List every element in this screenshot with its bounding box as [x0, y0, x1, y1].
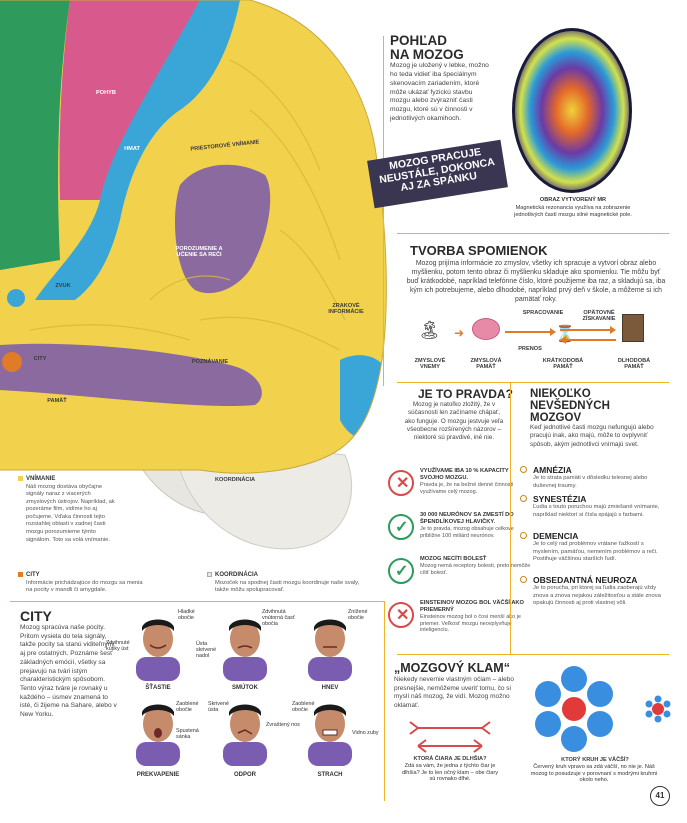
- label-hmat: HMAT: [124, 146, 140, 152]
- face-odpor: [215, 700, 275, 766]
- label-zvuk: ZVUK: [55, 283, 71, 289]
- region-purple-low: [0, 343, 262, 407]
- city-title: CITY: [20, 608, 52, 624]
- step-kratkodoba-pamat: KRÁTKODOBÁ PAMÄŤ: [542, 358, 584, 371]
- myth-false-icon: ✕: [388, 602, 414, 628]
- tvorba-title: TVORBA SPOMIENOK: [410, 243, 548, 258]
- face-note: Zdvihnutá vnútorná časť obočia: [262, 609, 295, 628]
- disorder-demencia: DEMENCIA Je to celý rad problémov vrátan…: [517, 531, 667, 564]
- face-note: Zvraštený nos: [266, 722, 300, 728]
- myth-true-icon: ✓: [388, 558, 414, 584]
- region-blue: [35, 0, 240, 300]
- face-label-hnev: HNEV: [321, 685, 339, 691]
- cabinet-icon: [622, 314, 644, 342]
- face-note: Zaoblené obočie: [292, 701, 315, 714]
- step-dlhodoba-pamat: DLHODOBÁ PAMÄŤ: [617, 358, 651, 371]
- face-label-smutok: SMÚTOK: [232, 685, 258, 691]
- face-hnev: [300, 615, 360, 681]
- pohlad-title: POHĽAD NA MOZOG: [390, 33, 464, 62]
- divider-vertical: [383, 36, 385, 386]
- illusion-lines-text: Zdá sa vám, že jedna z týchto čiar je dl…: [401, 763, 499, 783]
- pravda-title: JE TO PRAVDA?: [418, 387, 513, 401]
- face-note: Ústa skrivené nadol: [196, 641, 217, 660]
- divider-pravda: [397, 382, 669, 384]
- face-label-odpor: ODPOR: [233, 772, 256, 778]
- klam-text: Niekedy nevernie vlastným očiam – alebo …: [394, 676, 514, 709]
- divider-city: [10, 601, 385, 603]
- legend-koordinacia: KOORDINÁCIA Mozoček na spodnej časti moz…: [207, 572, 372, 595]
- divider-city-v: [384, 601, 386, 801]
- label-pohyb: POHYB: [96, 90, 116, 96]
- region-dot-blue: [7, 289, 25, 307]
- mri-scan: [512, 28, 632, 193]
- label-city: CITY: [33, 356, 47, 362]
- face-label-stastie: ŠŤASTIE: [145, 685, 171, 691]
- arrow-spracovanie: SPRACOVANIE: [522, 310, 564, 316]
- myth-item-3: MOZOG NECÍTI BOLESŤ Mozog nemá receptory…: [420, 556, 531, 576]
- mri-caption-text: Magnetická rezonancia využíva na zobraze…: [514, 205, 632, 218]
- face-note: Spustená sánka: [176, 728, 199, 741]
- face-note: Hladké obočie: [178, 609, 195, 622]
- illusion-circles-text: Červený kruh vpravo sa zdá väčší, no nie…: [530, 764, 658, 784]
- divider-klam: [397, 654, 669, 656]
- disorder-amnezia: AMNÉZIA Je to strata pamäti v dôsledku t…: [517, 465, 667, 490]
- label-poznavanie: POZNÁVANIE: [191, 359, 229, 365]
- label-porozumenie: POROZUMENIE A UČENIE SA REČI: [175, 246, 223, 259]
- arrow-prenos: PRENOS: [518, 346, 542, 352]
- divider-niekolko: [510, 382, 512, 654]
- myth-true-icon: ✓: [388, 514, 414, 540]
- illusion-lines: [409, 721, 491, 753]
- city-text: Mozog spracúva naše pocity. Pritom vysie…: [20, 624, 117, 719]
- illusion-circles: [535, 666, 671, 752]
- face-note: Zaoblené obočie: [176, 701, 199, 714]
- mri-caption-title: OBRAZ VYTVORENÝ MR: [539, 197, 607, 203]
- illusion-lines-title: KTORÁ ČIARA JE DLHŠIA?: [413, 756, 487, 762]
- step-zmyslove-vnemy: ZMYSLOVÉ VNEMY: [414, 358, 446, 371]
- region-purple: [175, 164, 271, 294]
- face-note: Skrivené ústa: [208, 701, 229, 714]
- face-smutok: [215, 615, 275, 681]
- brain-illustration: [0, 0, 387, 550]
- face-note: Vidno zuby: [352, 730, 379, 736]
- pravda-text: Mozog je natoľko zložitý, že v súčasnost…: [404, 401, 504, 442]
- label-koordinacia: KOORDINÁCIA: [214, 477, 256, 483]
- disorder-obsedantna: OBSEDANTNÁ NEUROZA Je to porucha, pri kt…: [517, 575, 667, 608]
- disorder-synestezia: SYNESTÉZIA Ľudia s touto poruchou majú z…: [517, 494, 667, 519]
- face-strach: [300, 700, 360, 766]
- face-stastie: [128, 615, 188, 681]
- myth-false-icon: ✕: [388, 470, 414, 496]
- face-prekvapenie: [128, 700, 188, 766]
- face-note: Zdvihnuté kútiky úst: [106, 640, 130, 653]
- step-zmyslova-pamat: ZMYSLOVÁ PAMÄŤ: [470, 358, 502, 371]
- tvorba-text: Mozog prijíma informácie zo zmyslov, vše…: [406, 260, 666, 304]
- niekolko-text: Keď jednotlivé časti mozgu nefungujú ale…: [530, 424, 654, 448]
- pohlad-text: Mozog je uložený v lebke, možno ho teda …: [390, 62, 489, 123]
- niekolko-title: NIEKOĽKO NEVŠEDNÝCH MOZGOV: [530, 388, 610, 425]
- face-label-strach: STRACH: [317, 772, 343, 778]
- region-green: [0, 0, 70, 270]
- memory-flow: 🏝 ➜ ⌛ ZMYSLOVÉ VNEMY ZMYSLOVÁ PAMÄŤ KRÁT…: [410, 310, 670, 380]
- region-dot-orange: [2, 352, 22, 372]
- label-pamat: PAMÄŤ: [47, 398, 67, 404]
- illusion-circles-title: KTORÝ KRUH JE VÄČŠÍ?: [561, 757, 629, 763]
- brain-icon: [472, 318, 500, 340]
- divider-tvorba: [397, 233, 669, 235]
- label-zrakove: ZRAKOVÉ INFORMÁCIE: [328, 303, 364, 316]
- palm-icon: 🏝: [418, 320, 441, 340]
- legend-vnimanie: VNÍMANIE Náš mozog dostáva obyčajne sign…: [18, 476, 118, 544]
- arrow-icon: ➜: [454, 326, 465, 340]
- page-number: 41: [650, 786, 670, 806]
- region-pink: [59, 0, 201, 200]
- legend-city: CITY Informácie prichádzajúce do mozgu s…: [18, 572, 148, 595]
- myth-item-4: EINSTEINOV MOZOG BOL VÄČŠÍ AKO PRIEMERNÝ…: [420, 600, 524, 634]
- flow-arrows: [505, 326, 616, 344]
- face-label-prekvapenie: PREKVAPENIE: [136, 772, 180, 778]
- klam-title: „MOZGOVÝ KLAM“: [394, 661, 510, 675]
- face-note: Znížené obočie: [348, 609, 368, 622]
- arrow-opatovne: OPÄTOVNÉ ZÍSKAVANIE: [582, 310, 616, 323]
- myth-item-1: VYUŽÍVAME IBA 10 % KAPACITY SVOJHO MOZGU…: [420, 468, 514, 495]
- myth-item-2: 30 000 NEURÓNOV SA ZMESTÍ DO ŠPENDLÍKOVE…: [420, 512, 514, 539]
